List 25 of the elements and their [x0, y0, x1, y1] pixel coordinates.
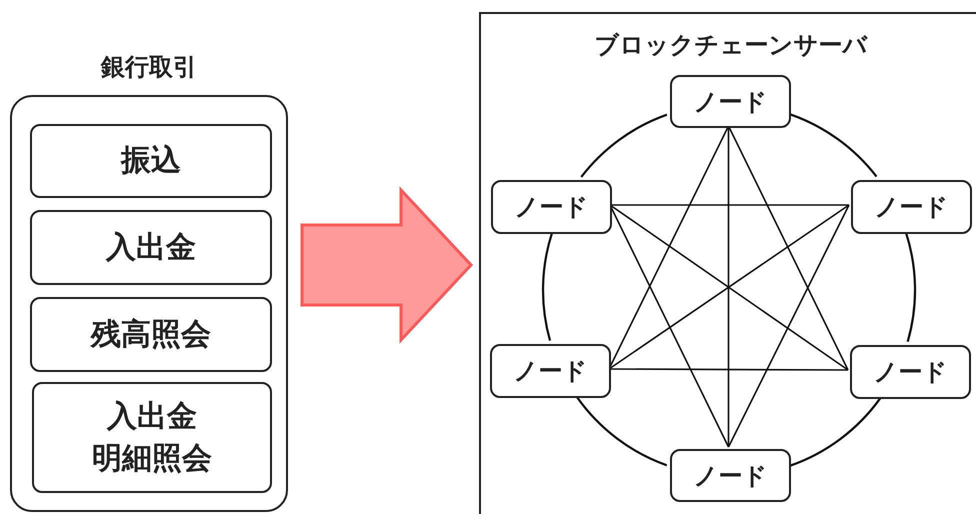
node-box: ノード	[850, 345, 971, 399]
connector-arc	[905, 232, 916, 342]
function-box: 振込	[30, 124, 272, 198]
function-box: 入出金	[30, 210, 272, 285]
connector-line	[728, 204, 850, 448]
node-box: ノード	[670, 449, 791, 502]
connector-arc	[576, 396, 668, 466]
node-box: ノード	[851, 180, 972, 234]
function-box: 入出金明細照会	[32, 382, 272, 493]
connector-arc	[790, 398, 882, 467]
connector-line	[609, 368, 848, 371]
connector-line	[728, 126, 730, 447]
connector-line	[728, 126, 849, 370]
node-box: ノード	[490, 344, 611, 398]
connector-arc	[542, 233, 553, 341]
connector-arc	[580, 114, 668, 178]
connector-line	[610, 204, 849, 206]
function-box: 残高照会	[30, 297, 272, 372]
group-heading: ブロックチェーンサーバ	[594, 30, 868, 60]
node-box: ノード	[491, 180, 612, 234]
server-panel	[479, 12, 976, 514]
block-arrow	[300, 186, 474, 344]
node-box: ノード	[670, 75, 791, 128]
group-heading: 銀行取引	[101, 52, 197, 82]
connector-arc	[790, 113, 878, 178]
